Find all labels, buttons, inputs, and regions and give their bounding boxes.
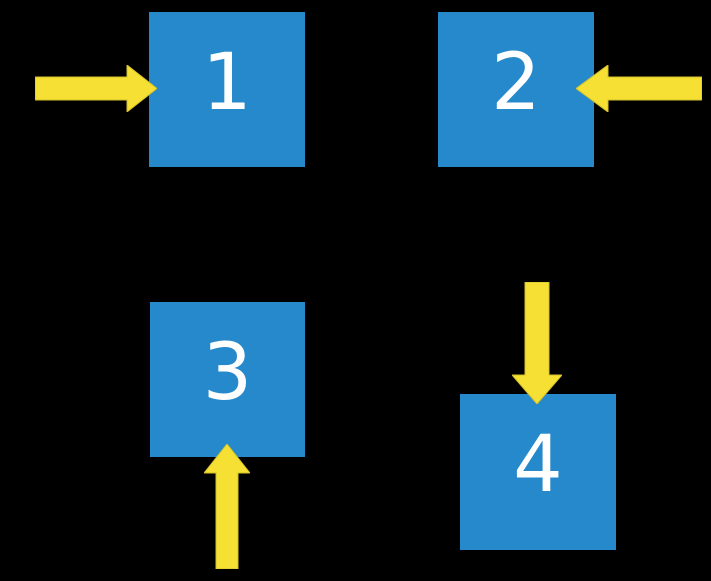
- box-3[interactable]: 3: [150, 302, 305, 457]
- box-4-label: 4: [513, 420, 563, 510]
- box-3-label: 3: [202, 327, 253, 418]
- arrow-right-icon: [35, 65, 157, 112]
- box-4[interactable]: 4: [460, 394, 616, 550]
- box-2-label: 2: [491, 37, 541, 128]
- arrow-up-icon: [204, 444, 250, 569]
- arrow-down-icon: [512, 282, 562, 404]
- box-1-label: 1: [202, 37, 252, 128]
- arrow-left-icon: [576, 65, 702, 112]
- box-1[interactable]: 1: [149, 12, 305, 167]
- box-2[interactable]: 2: [438, 12, 594, 167]
